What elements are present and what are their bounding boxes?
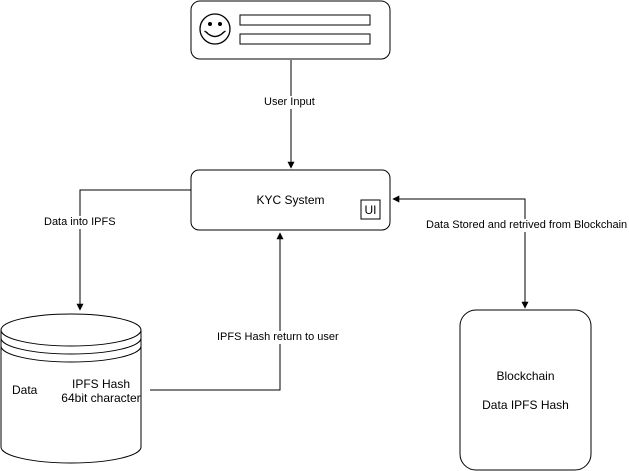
edge-label-blockchain-sync: Data Stored and retrived from Blockchain <box>426 219 628 232</box>
edge-label-ipfs-hash-return: IPFS Hash return to user <box>217 331 339 344</box>
edge-label-data-into-ipfs: Data into IPFS <box>44 216 116 229</box>
user-form-node <box>190 0 391 60</box>
edge-data-into-ipfs <box>76 189 191 311</box>
storage-hash-line2: 64bit character <box>61 391 141 405</box>
edge-label-user-input: User Input <box>264 96 315 109</box>
blockchain-node <box>459 309 592 471</box>
blockchain-title: Blockchain <box>496 369 555 383</box>
edge-ipfs-hash-return <box>150 232 284 391</box>
ipfs-storage-node <box>0 313 142 464</box>
ui-badge-label: UI <box>364 203 377 217</box>
storage-data-label: Data <box>12 383 38 397</box>
form-field-1 <box>239 14 371 26</box>
edge-blockchain-sync <box>392 195 529 309</box>
kyc-system-title: KYC System <box>256 193 325 207</box>
blockchain-subtitle: Data IPFS Hash <box>482 398 569 412</box>
form-field-2 <box>239 33 371 45</box>
smiley-icon <box>199 13 231 45</box>
ui-badge-box <box>360 199 381 220</box>
storage-hash-line1: IPFS Hash <box>71 377 131 391</box>
kyc-system-node <box>190 169 391 231</box>
